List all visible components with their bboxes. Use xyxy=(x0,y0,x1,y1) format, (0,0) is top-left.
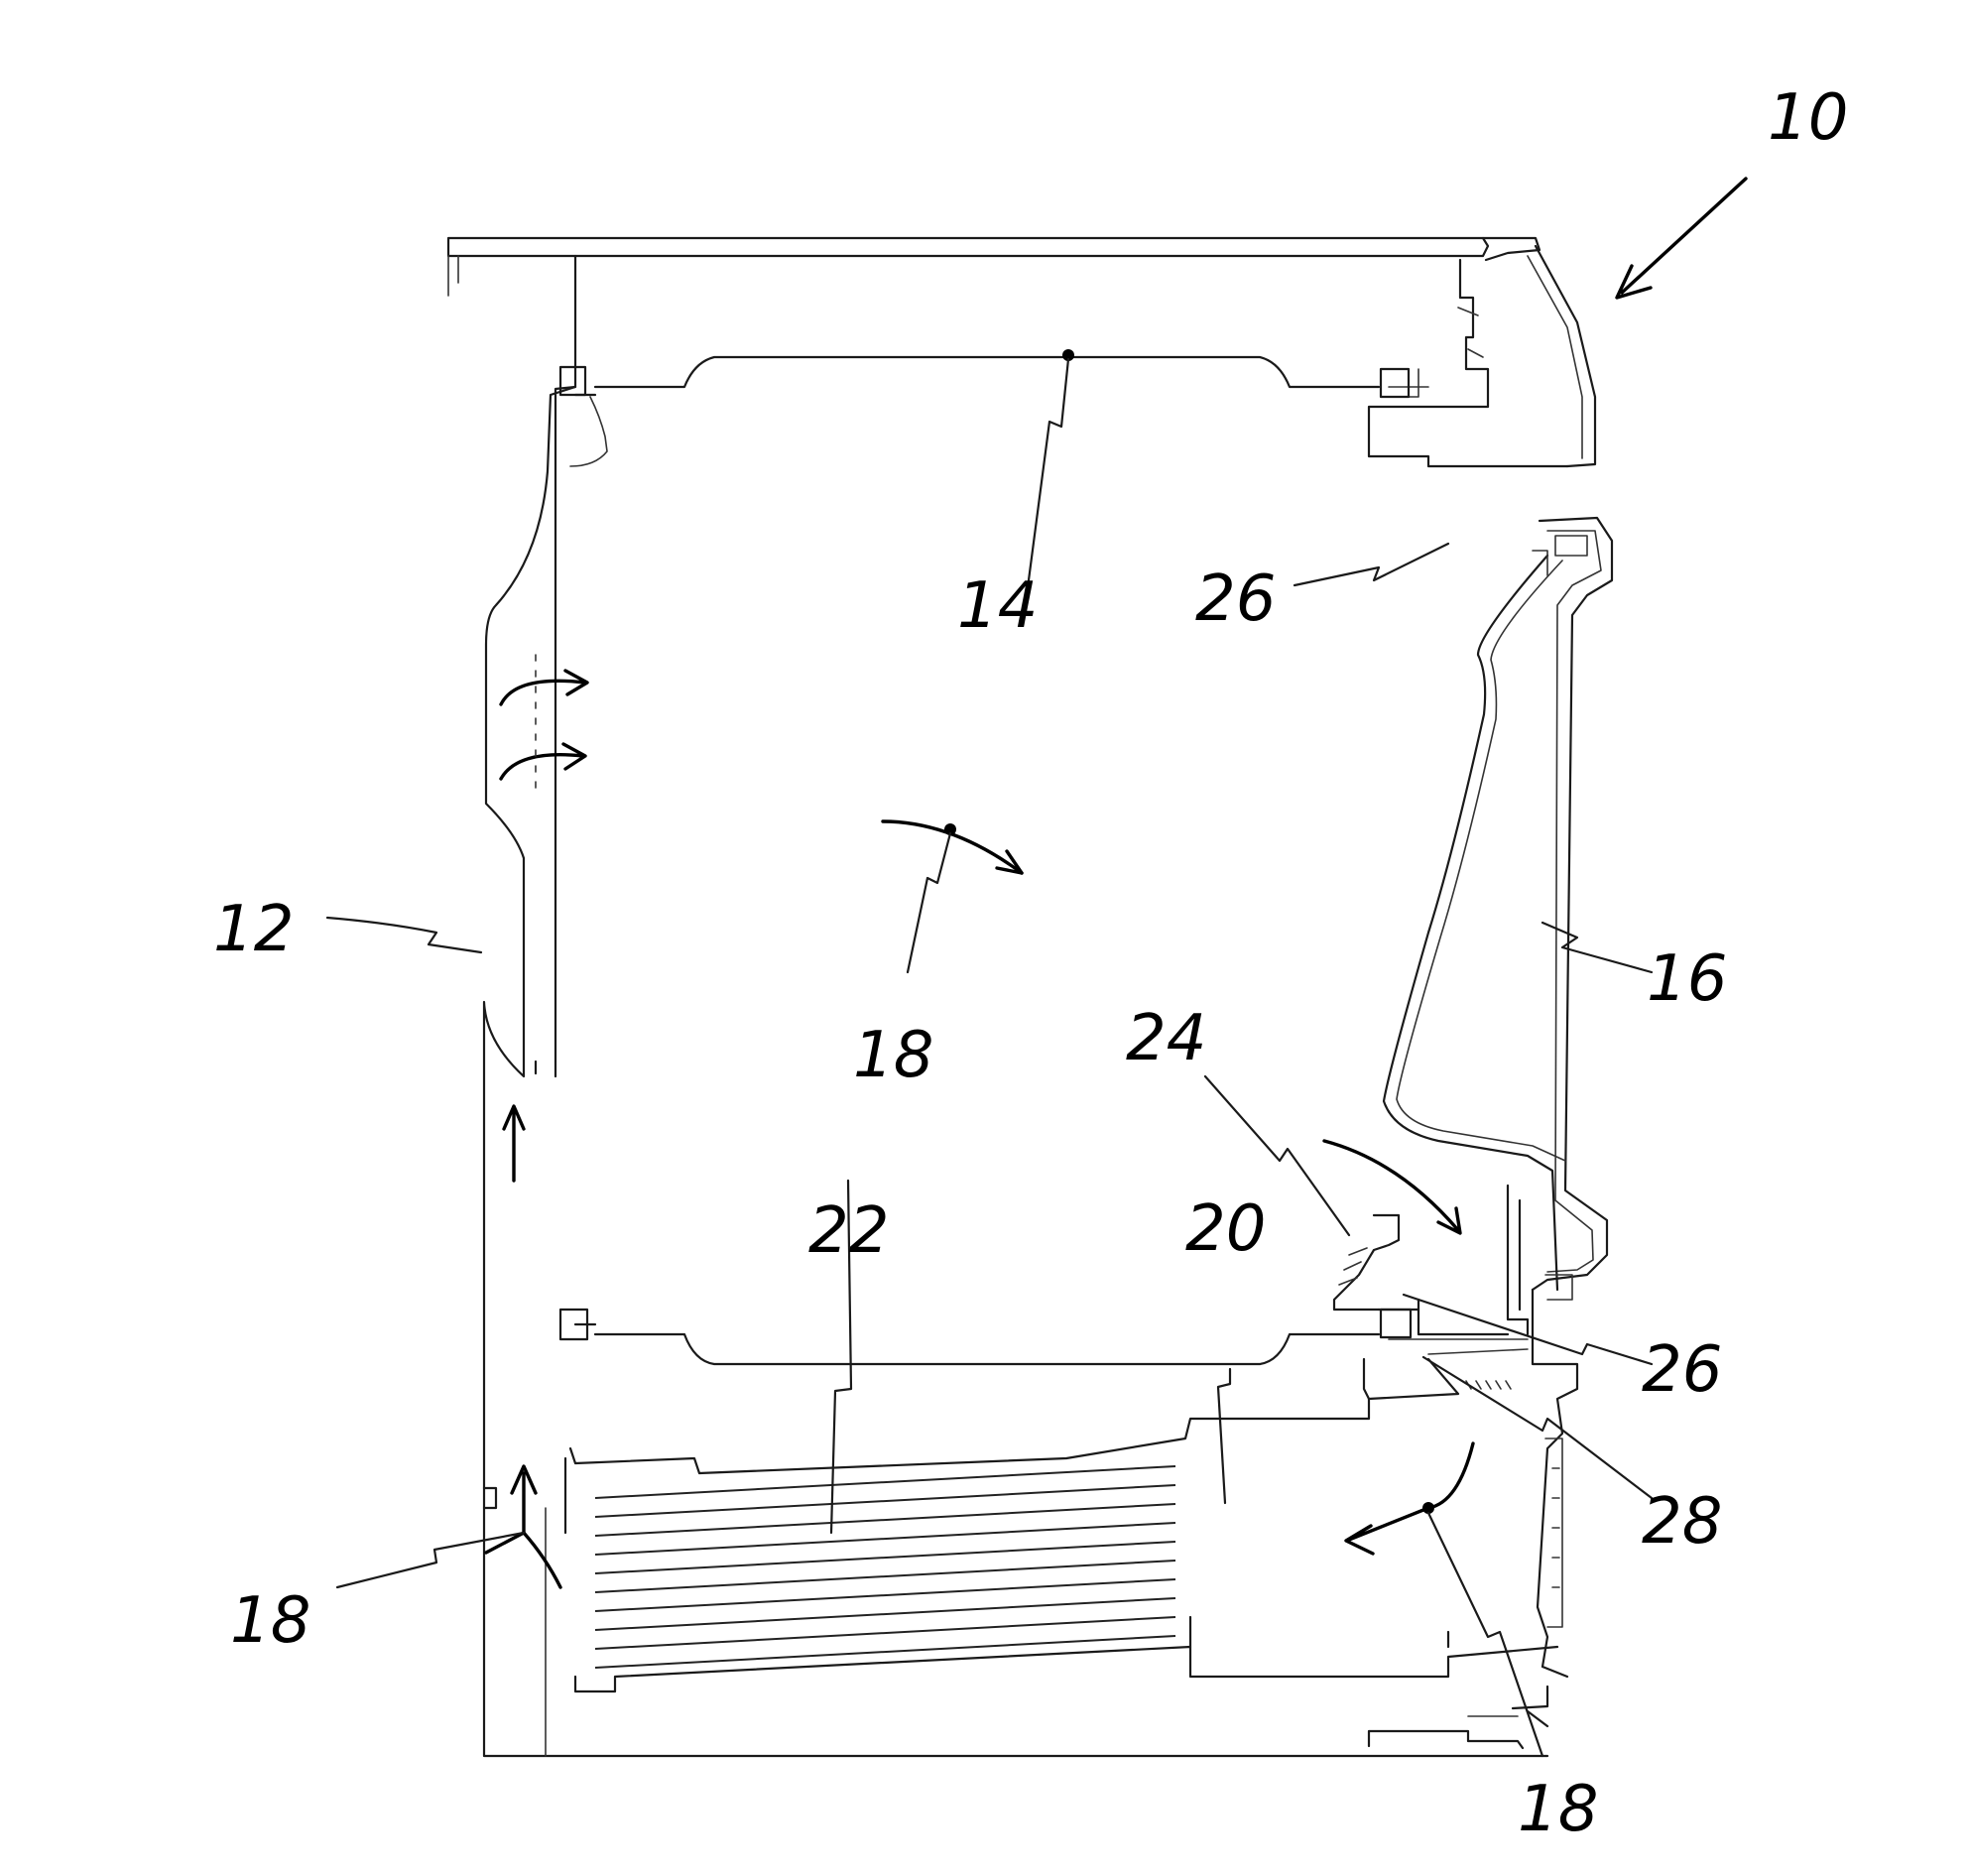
heat-exchanger-fin xyxy=(595,1542,1175,1573)
ref-10: 10 xyxy=(1768,81,1848,155)
upper-left-curved-arrow-2 xyxy=(501,744,585,779)
heat-exchanger-fin xyxy=(595,1504,1175,1536)
lower-front-incoming-arrow xyxy=(1324,1141,1460,1233)
ref-10-pointer-arrow xyxy=(1617,179,1746,298)
leader-14 xyxy=(1027,359,1068,595)
leader-20 xyxy=(1218,1369,1230,1503)
leader-16 xyxy=(1542,923,1652,972)
heat-exchanger-fin xyxy=(595,1617,1175,1649)
air-duct-20 xyxy=(565,1399,1557,1748)
door-16 xyxy=(1384,518,1612,1300)
bottom-left-curve xyxy=(524,1533,560,1587)
leader-26-top xyxy=(1294,544,1448,585)
heat-exchanger-fin xyxy=(595,1523,1175,1555)
ref-14: 14 xyxy=(957,569,1038,643)
reference-numerals: 10 12 14 16 18 18 18 20 22 24 26 26 28 xyxy=(213,81,1848,1846)
lower-right-airflow-arrow xyxy=(1346,1443,1473,1554)
ref-22: 22 xyxy=(808,1194,889,1268)
leader-18-center xyxy=(908,833,950,972)
leader-12 xyxy=(327,918,481,952)
ref-18-bottom: 18 xyxy=(1518,1773,1598,1846)
heat-exchanger-fin xyxy=(595,1466,1175,1498)
ref-16: 16 xyxy=(1647,942,1727,1016)
ref-28: 28 xyxy=(1642,1485,1722,1559)
heat-exchanger-fin xyxy=(595,1485,1175,1517)
bottom-left-up-arrow xyxy=(512,1466,536,1533)
leader-28 xyxy=(1423,1357,1652,1498)
heat-exchanger-fin xyxy=(595,1561,1175,1592)
heat-exchanger-fin xyxy=(595,1598,1175,1630)
ref-26-top: 26 xyxy=(1195,563,1276,636)
upper-left-curved-arrow-1 xyxy=(501,671,587,704)
left-up-arrow xyxy=(504,1106,524,1181)
heat-exchanger-fin xyxy=(595,1579,1175,1611)
ref-18-center: 18 xyxy=(853,1019,933,1092)
heat-exchanger-22 xyxy=(595,1466,1175,1668)
leader-18-bottom xyxy=(1428,1513,1542,1756)
ref-24: 24 xyxy=(1126,1002,1206,1075)
drum-14 xyxy=(560,349,1411,1364)
heat-exchanger-fins xyxy=(595,1466,1175,1668)
ref-20: 20 xyxy=(1185,1192,1266,1266)
leader-18-left xyxy=(337,1533,524,1587)
ref-26-bottom: 26 xyxy=(1642,1333,1722,1407)
lower-front-seal-area xyxy=(1334,1186,1577,1677)
ref-12: 12 xyxy=(213,893,294,966)
ref-18-left: 18 xyxy=(230,1584,310,1658)
